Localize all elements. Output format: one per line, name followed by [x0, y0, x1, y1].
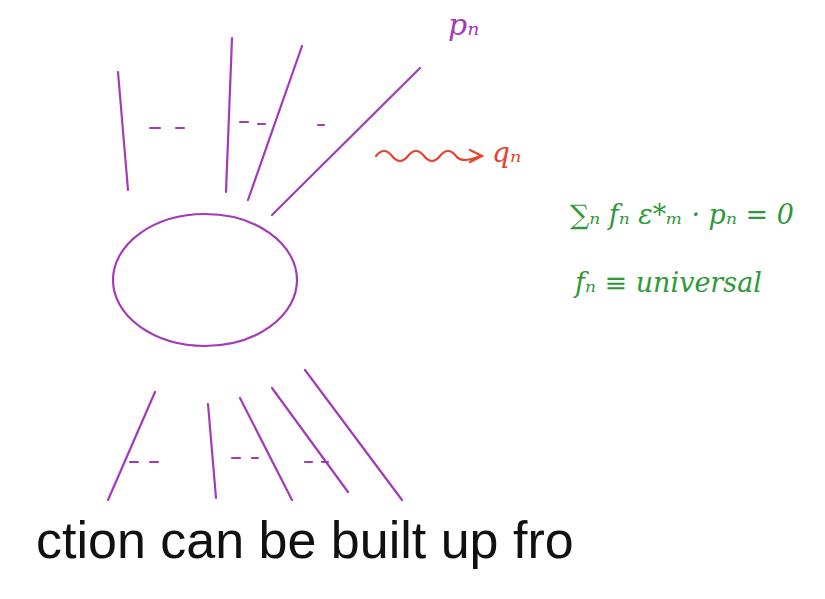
blob — [113, 214, 297, 346]
leg — [305, 370, 402, 500]
leg — [272, 68, 420, 215]
dots — [150, 122, 324, 128]
leg — [272, 388, 348, 492]
note: fₙ ≡ universal — [575, 268, 762, 298]
equation: ∑ₙ fₙ ε*ₘ · pₙ = 0 — [570, 200, 794, 230]
leg — [108, 392, 155, 500]
wavy-line — [376, 151, 480, 161]
dots — [130, 458, 328, 462]
leg — [118, 72, 128, 190]
leg — [226, 38, 232, 192]
leg — [248, 46, 302, 200]
photon — [376, 150, 482, 162]
leg — [240, 398, 292, 500]
slide-text: ction can be built up fro — [36, 512, 574, 569]
particle-lines — [108, 38, 420, 500]
leg — [208, 404, 216, 498]
arrow-head — [470, 150, 482, 162]
photon-label: qₙ — [492, 138, 521, 169]
momentum-label: pₙ — [448, 8, 479, 41]
